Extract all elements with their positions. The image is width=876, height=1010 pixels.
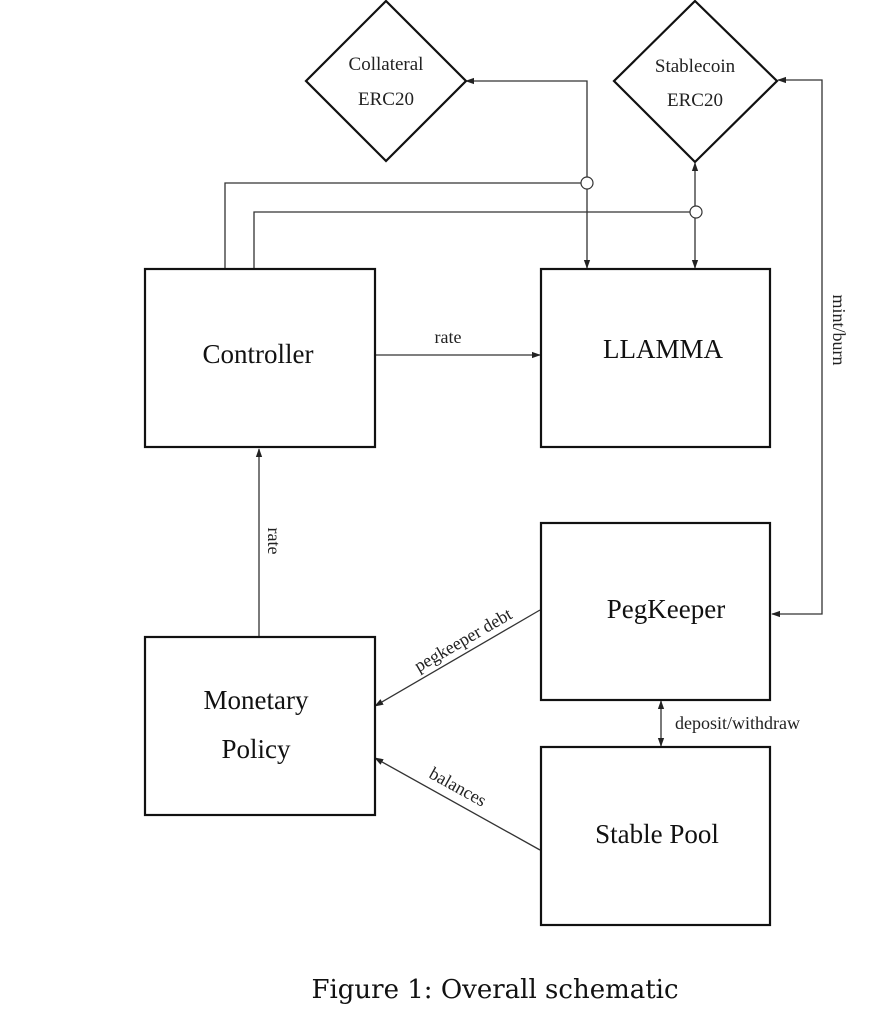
edge-label-mint-burn: mint/burn [829, 295, 849, 366]
collateral-diamond [304, 0, 468, 163]
node-stablecoin-erc20: Stablecoin ERC20 [612, 0, 779, 164]
stable-pool-box [539, 745, 772, 927]
pegkeeper-label: PegKeeper [607, 594, 725, 624]
junction-collateral [580, 176, 594, 190]
node-monetary-policy: Monetary Policy [143, 635, 377, 817]
llamma-box [539, 267, 772, 449]
figure-caption: Figure 1: Overall schematic [311, 975, 678, 1005]
llamma-label: LLAMMA [603, 334, 723, 364]
junction-stablecoin [689, 205, 703, 219]
node-llamma: LLAMMA [539, 267, 772, 449]
pegkeeper-box [539, 521, 772, 702]
edges [224, 76, 823, 851]
edge-controller-collateral [224, 182, 581, 269]
edge-stablecoin-pegkeeper [771, 76, 823, 618]
stablecoin-label-line2: ERC20 [667, 90, 723, 111]
stable-pool-label: Stable Pool [595, 819, 719, 849]
stablecoin-label-line1: Stablecoin [655, 56, 736, 77]
node-collateral-erc20: Collateral ERC20 [304, 0, 468, 163]
controller-box [143, 267, 377, 449]
controller-label: Controller [203, 339, 314, 369]
node-stable-pool: Stable Pool [539, 745, 772, 927]
edge-label-pegkeeper-policy: pegkeeper debt [411, 604, 516, 676]
monetary-policy-label-line1: Monetary [204, 685, 309, 715]
edge-label-pegkeeper-pool: deposit/withdraw [675, 713, 800, 733]
edge-label-policy-controller: rate [264, 528, 284, 555]
edge-pegkeeper-policy [374, 609, 541, 707]
monetary-policy-label-line2: Policy [221, 734, 291, 764]
edge-controller-stablecoin [253, 211, 690, 269]
edge-collateral-llamma [465, 77, 591, 269]
edge-label-pool-policy: balances [426, 763, 490, 811]
collateral-label-line1: Collateral [349, 54, 424, 75]
stablecoin-diamond [612, 0, 779, 164]
edge-pool-policy [374, 757, 541, 851]
collateral-label-line2: ERC20 [358, 89, 414, 110]
monetary-policy-box [143, 635, 377, 817]
node-controller: Controller [143, 267, 377, 449]
node-pegkeeper: PegKeeper [539, 521, 772, 702]
edge-label-controller-llamma: rate [435, 327, 462, 347]
